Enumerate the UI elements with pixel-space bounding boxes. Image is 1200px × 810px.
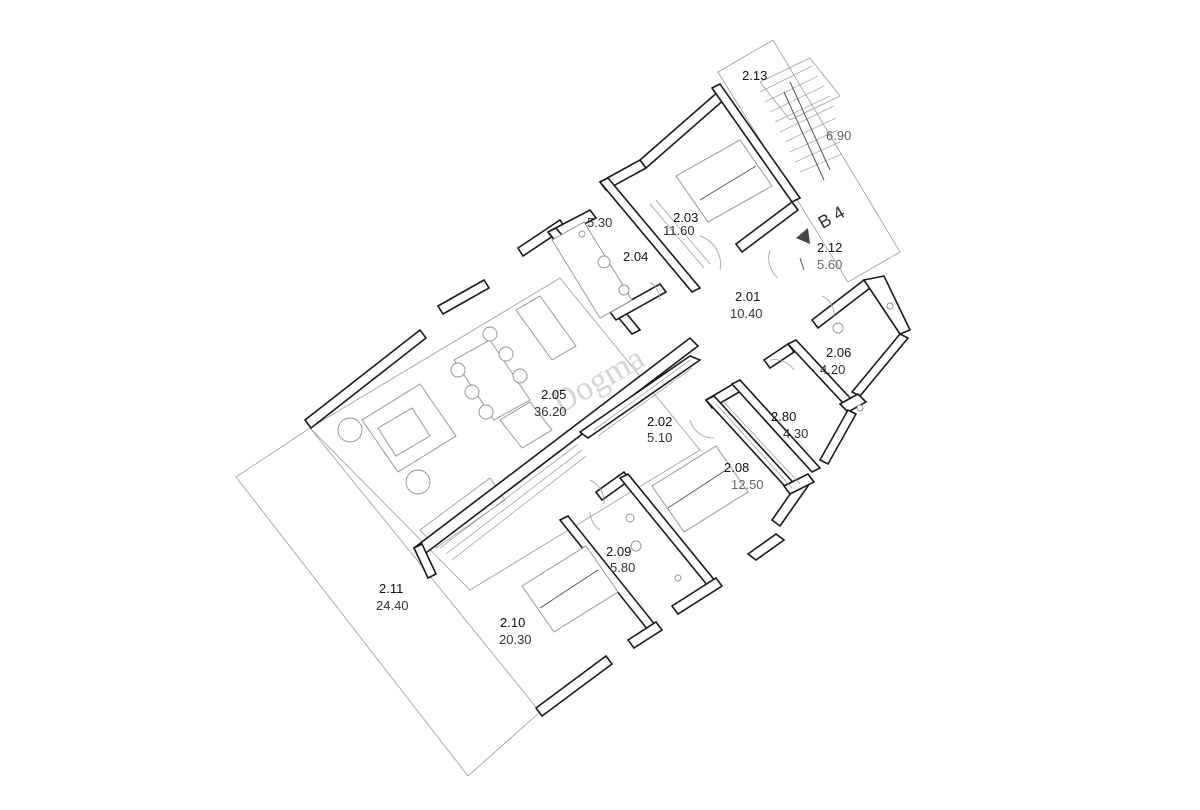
room-id: 2.80 — [771, 409, 796, 424]
staircase — [759, 57, 843, 181]
room-area: 20.30 — [499, 632, 532, 647]
room-area: 12.50 — [731, 477, 764, 492]
room-area: 4.20 — [820, 362, 845, 377]
room-labels: 2.13 6.90 5.30 2.03 11.60 2.04 2.12 5.60… — [376, 68, 851, 647]
room-id: 2.02 — [647, 414, 672, 429]
room-area: 11.60 — [663, 223, 695, 238]
entry-label: B 4 — [815, 202, 848, 233]
room-id: 2.11 — [379, 581, 403, 596]
room-id: 2.06 — [826, 345, 851, 360]
room-id: 2.01 — [735, 289, 760, 304]
furniture — [337, 139, 894, 633]
room-area: 5.30 — [587, 215, 612, 230]
room-id: 2.08 — [724, 460, 749, 475]
room-area: 36.20 — [534, 404, 567, 419]
room-area: 4.30 — [783, 426, 808, 441]
entry-arrow-icon — [796, 228, 810, 244]
room-area: 10.40 — [730, 306, 763, 321]
room-area: 5.10 — [647, 430, 672, 445]
room-id: 2.10 — [500, 615, 525, 630]
entry-marker: B 4 — [796, 202, 848, 244]
room-area: 5.60 — [817, 257, 842, 272]
room-area: 5.80 — [610, 560, 635, 575]
room-id: 2.04 — [623, 249, 648, 264]
room-id: 2.09 — [606, 544, 631, 559]
closets — [439, 199, 801, 561]
room-id: 2.03 — [673, 210, 698, 225]
room-area: 6.90 — [826, 128, 851, 143]
room-id: 2.13 — [742, 68, 767, 83]
room-id: 2.05 — [541, 387, 566, 402]
room-area: 24.40 — [376, 598, 409, 613]
room-id: 2.12 — [817, 240, 842, 255]
